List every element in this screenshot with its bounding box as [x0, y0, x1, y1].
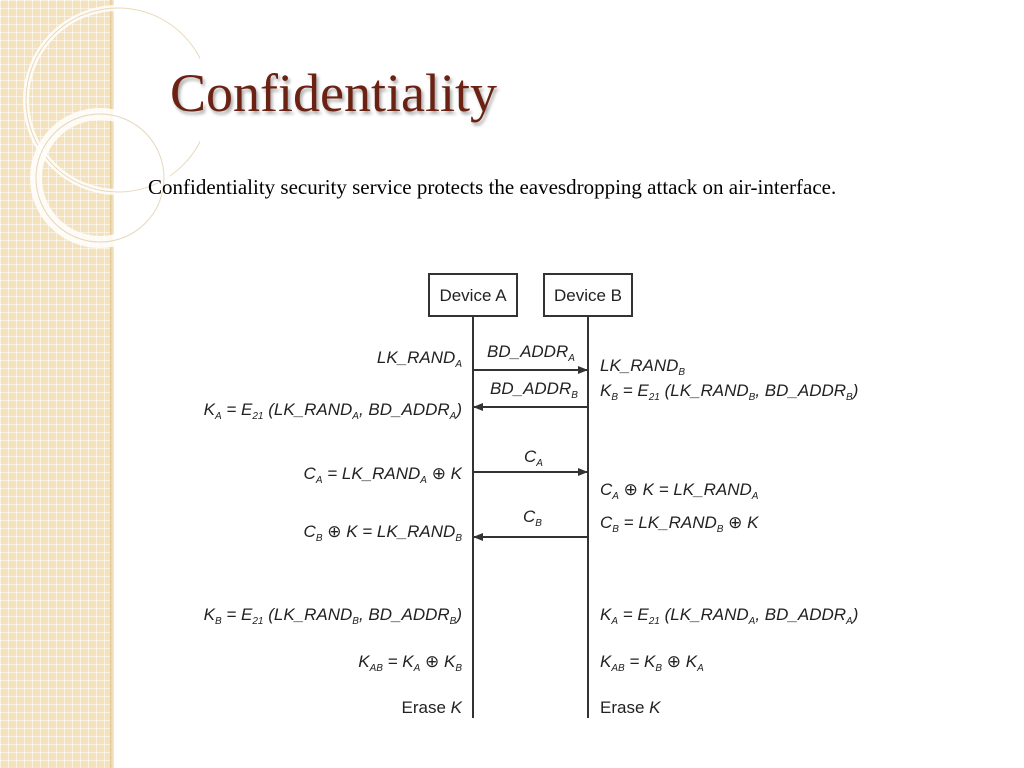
device-a-box: Device A	[428, 273, 518, 317]
device-b-box: Device B	[543, 273, 633, 317]
device-a-expression: LK_RANDA	[377, 348, 462, 370]
device-a-expression: CB ⊕ K = LK_RANDB	[304, 522, 463, 544]
device-a-expression: KAB = KA ⊕ KB	[358, 652, 462, 674]
device-a-label: Device A	[439, 286, 507, 305]
message-label: BD_ADDRB	[490, 379, 578, 401]
message-label: CB	[523, 507, 542, 529]
slide-body-text: Confidentiality security service protect…	[148, 175, 837, 199]
device-a-expression: CA = LK_RANDA ⊕ K	[304, 464, 463, 486]
message-label: CA	[524, 447, 543, 469]
device-b-label: Device B	[554, 286, 622, 305]
device-b-expression: KAB = KB ⊕ KA	[600, 652, 704, 674]
message-label: BD_ADDRA	[487, 342, 575, 364]
decorative-rings	[23, 5, 200, 248]
device-b-expression: KA = E21 (LK_RANDA, BD_ADDRA)	[600, 605, 858, 627]
device-b-expression: Erase K	[600, 698, 661, 717]
device-b-expression: KB = E21 (LK_RANDB, BD_ADDRB)	[600, 381, 858, 403]
device-b-expression: LK_RANDB	[600, 356, 685, 378]
device-b-expression: CB = LK_RANDB ⊕ K	[600, 513, 759, 535]
device-a-expression: KB = E21 (LK_RANDB, BD_ADDRB)	[204, 605, 462, 627]
side-band-edge	[110, 0, 114, 768]
device-a-expression: Erase K	[402, 698, 463, 717]
slide-title: Confidentiality	[170, 63, 497, 123]
device-a-expression: KA = E21 (LK_RANDA, BD_ADDRA)	[204, 400, 462, 422]
device-b-expression: CA ⊕ K = LK_RANDA	[600, 480, 759, 502]
